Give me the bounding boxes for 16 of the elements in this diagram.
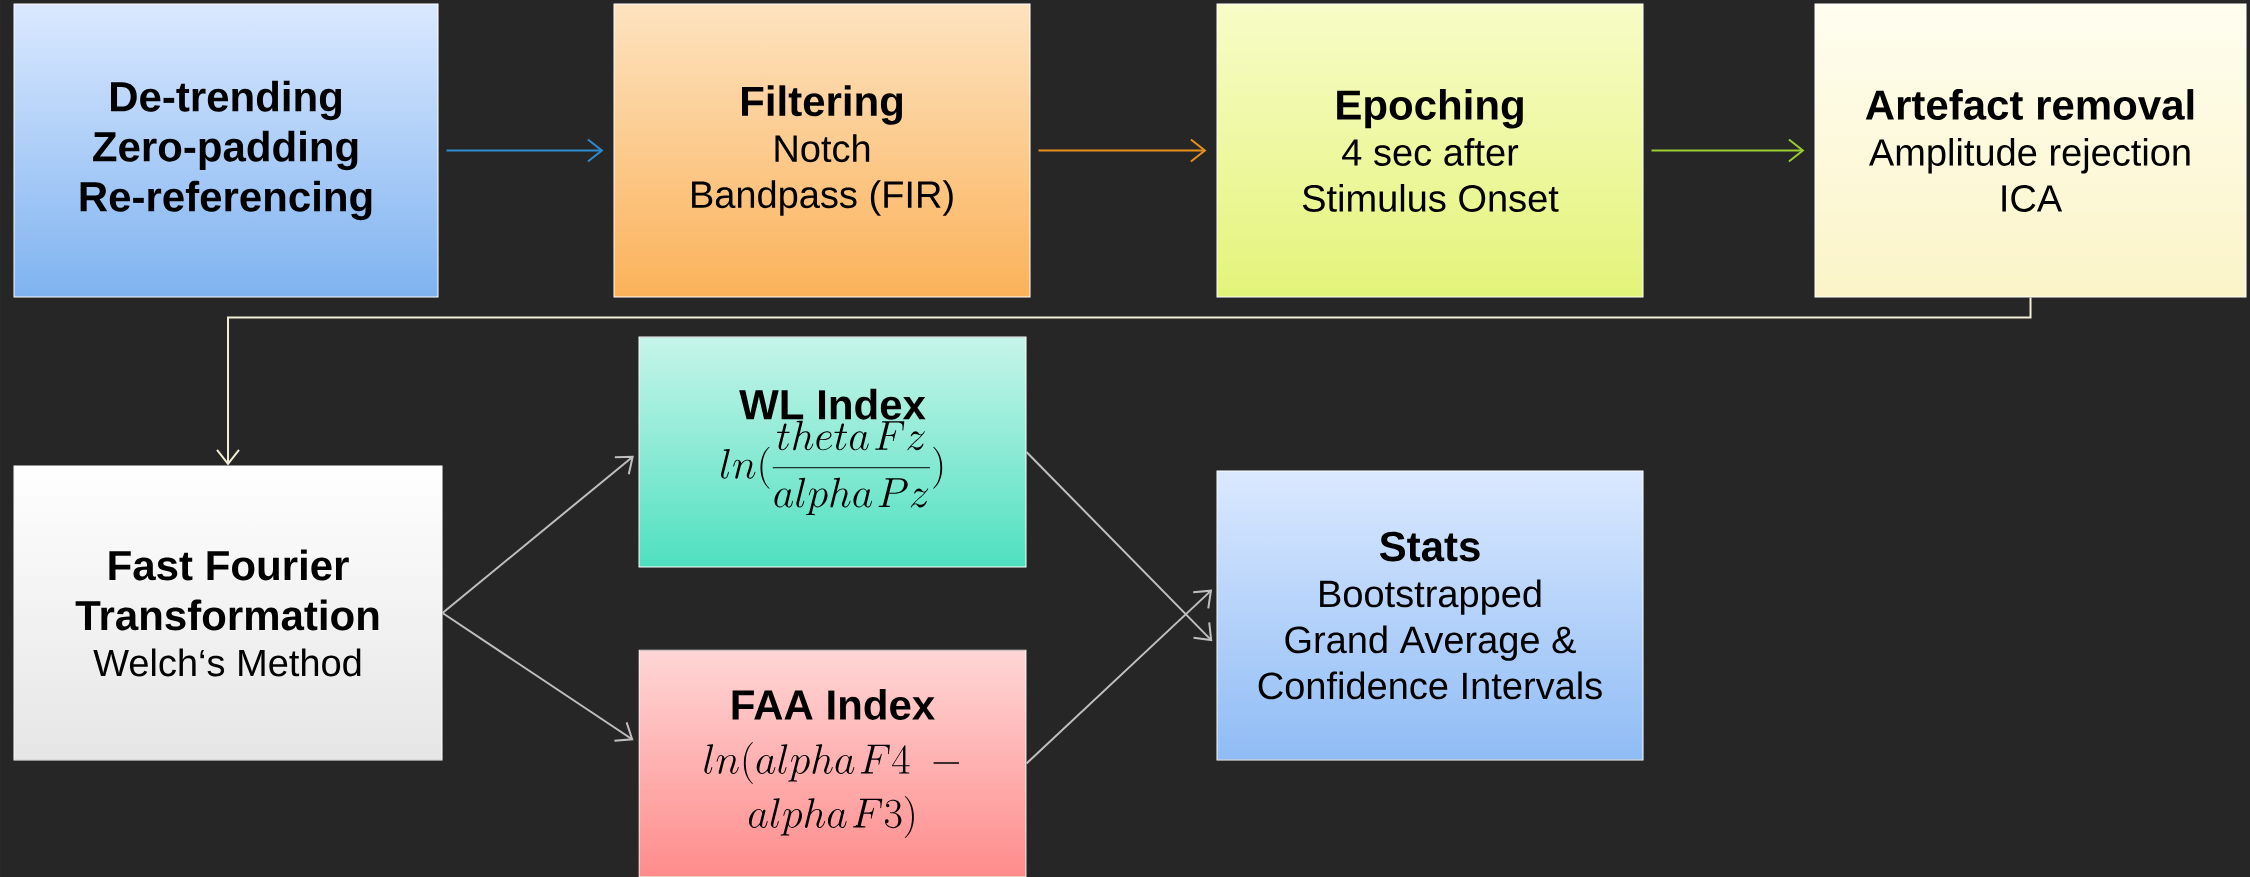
arrow xyxy=(441,455,634,614)
process-box: Filtering Notch Bandpass (FIR) xyxy=(613,3,1031,298)
process-box: De-trending Zero-padding Re-referencing xyxy=(13,3,439,298)
process-box: Epoching 4 sec after Stimulus Onset xyxy=(1216,3,1644,298)
arrow xyxy=(445,138,604,163)
arrow xyxy=(216,296,2032,466)
process-box: Fast Fourier Transformation Welch‘s Method xyxy=(13,465,443,761)
arrow xyxy=(1025,589,1213,765)
arrow xyxy=(1650,138,1805,163)
arrow xyxy=(1037,138,1207,163)
process-box: Artefact removal Amplitude rejection ICA xyxy=(1814,3,2247,298)
process-box: FAA Index $ln(alpha\ F4 - alpha\ F3)$ xyxy=(638,649,1027,877)
arrow xyxy=(1025,451,1213,642)
process-box: Stats Bootstrapped Grand Average & Confidence Intervals xyxy=(1216,470,1644,761)
arrow xyxy=(441,612,634,742)
process-box: WL Index $ln(\frac{theta\ Fz}{alpha\ Pz})$ xyxy=(638,336,1027,568)
